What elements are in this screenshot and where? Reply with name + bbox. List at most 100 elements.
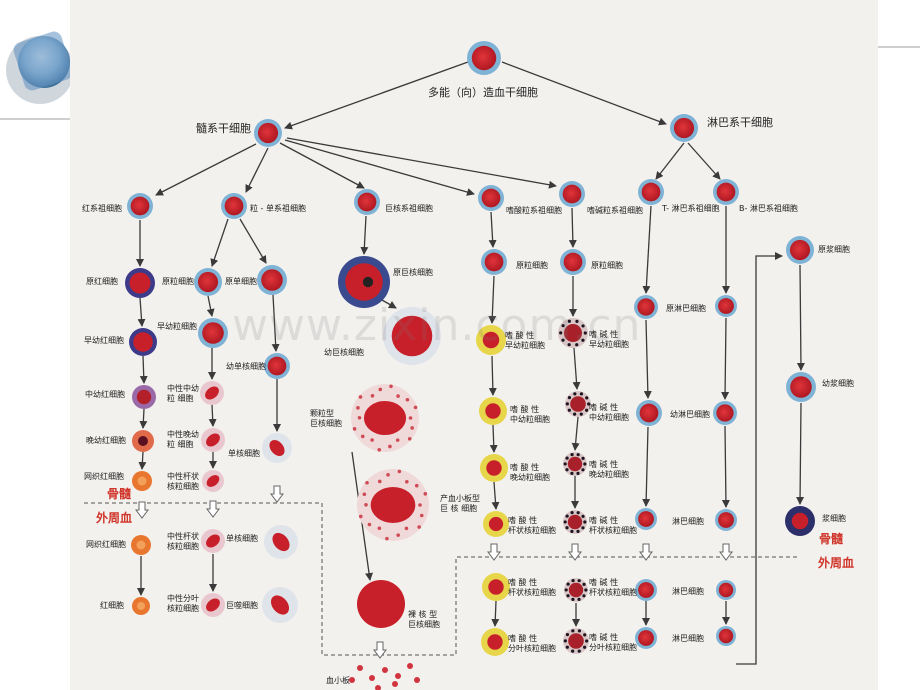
ery-label-3: 晚幼红细胞	[86, 436, 126, 445]
cell-plasma-2	[785, 506, 815, 536]
plasma-label-0: 原浆细胞	[818, 245, 850, 254]
lineage-arrow	[138, 451, 147, 470]
ery-label-2: 中幼红细胞	[85, 390, 125, 399]
cell-baso-3	[563, 452, 587, 476]
cell-prog-baso	[559, 181, 585, 207]
baso-label-3: 嗜 碱 性 晚幼粒细胞	[589, 460, 629, 479]
cell-lymph-4	[635, 627, 657, 649]
cell-mega-0	[338, 256, 390, 308]
gran-label-3: 中性晚幼 粒 细胞	[167, 430, 199, 449]
zone-boundaries	[84, 502, 800, 656]
lineage-arrow	[489, 424, 498, 453]
progenitor-baso-label: 嗜碱粒系祖细胞	[587, 206, 643, 215]
myeloid-stem-label: 髓系干细胞	[196, 122, 251, 135]
baso-label-5: 嗜 碱 性 杆状核粒细胞	[589, 578, 637, 597]
lineage-arrow	[642, 205, 652, 294]
cell-mono-4	[262, 587, 298, 623]
lineage-arrow	[206, 295, 215, 317]
cell-b-0	[715, 295, 737, 317]
root-label: 多能（向）造血干细胞	[428, 86, 538, 99]
lineage-arrow	[271, 294, 280, 352]
lineage-arrow	[655, 142, 685, 180]
cell-ery-6	[132, 597, 150, 615]
cell-mono-0	[257, 265, 287, 295]
hollow-arrows	[135, 485, 733, 659]
mono-label-3: 单核细胞	[226, 534, 258, 543]
cell-eos-5	[482, 573, 510, 601]
cell-baso-4	[563, 510, 587, 534]
progenitor-t-label: T- 淋巴系祖细胞	[662, 204, 720, 213]
cell-baso-6	[563, 628, 589, 654]
cell-prog-b	[713, 179, 739, 205]
zone-peripheral-left: 外周血	[96, 511, 133, 525]
baso-label-6: 嗜 碱 性 分叶核粒细胞	[589, 633, 637, 652]
lineage-arrow	[721, 425, 730, 508]
progenitor-b-label: B- 淋巴系祖细胞	[739, 204, 798, 213]
cell-ery-5	[131, 535, 151, 555]
cell-gran-5	[201, 529, 225, 553]
mega-label-1: 幼巨核细胞	[324, 348, 364, 357]
cell-mega-2	[351, 384, 419, 452]
cell-lymph-3	[635, 579, 657, 601]
lineage-arrow	[687, 142, 721, 180]
cell-baso-1	[558, 318, 588, 348]
cell-lymph-2	[635, 508, 657, 530]
gran-label-0: 原粒细胞	[162, 277, 194, 286]
mono-label-2: 单核细胞	[228, 449, 260, 458]
corner-decoration-icon	[6, 31, 74, 104]
cell-plasma-1	[786, 372, 816, 402]
cell-lymph-0	[634, 295, 658, 319]
lineage-arrow	[286, 137, 557, 189]
cell-eos-4	[483, 511, 509, 537]
baso-label-4: 嗜 碱 性 杆状核粒细胞	[589, 516, 637, 535]
lineage-arrow	[488, 275, 497, 324]
mono-label-0: 原单细胞	[225, 277, 257, 286]
zone-peripheral-right: 外周血	[818, 556, 855, 570]
hollow-arrow-icon	[487, 543, 501, 561]
gran-label-6: 中性分叶 核粒细胞	[167, 594, 199, 613]
lineage-arrow	[488, 355, 497, 396]
mega-label-5: 血小板	[326, 676, 350, 685]
cell-plasma-0	[786, 236, 814, 264]
cell-ery-0	[125, 268, 155, 298]
cell-baso-5	[564, 578, 588, 602]
mono-label-4: 巨噬细胞	[226, 601, 258, 610]
plasma-label-1: 幼浆细胞	[822, 379, 854, 388]
eos-label-5: 嗜 酸 性 杆状核粒细胞	[508, 578, 556, 597]
lineage-arrow	[284, 61, 469, 130]
cell-eos-6	[481, 628, 509, 656]
progenitor-mega-label: 巨核系祖细胞	[385, 204, 433, 213]
lineage-arrow	[796, 264, 805, 371]
lineage-arrow	[210, 218, 229, 267]
lineage-arrow	[491, 600, 500, 627]
cell-mega-4	[357, 580, 405, 628]
lineage-arrow	[245, 147, 269, 193]
cell-gran-0	[194, 268, 222, 296]
cell-lymph-1	[636, 400, 662, 426]
ery-label-1: 早幼红细胞	[84, 336, 124, 345]
b-to-plasma-arrow	[736, 252, 783, 665]
lineage-arrow	[279, 142, 365, 189]
progenitor-gm-label: 粒 - 单系祖细胞	[250, 204, 306, 213]
lineage-arrow	[155, 143, 257, 196]
cell-b-4	[716, 626, 736, 646]
cell-eos-2	[479, 397, 507, 425]
lineage-arrow	[284, 139, 475, 196]
cell-root	[467, 41, 501, 75]
cell-images	[125, 41, 816, 690]
gran-label-5: 中性杆状 核粒细胞	[167, 532, 199, 551]
eos-label-2: 嗜 酸 性 中幼粒细胞	[510, 405, 550, 424]
cell-eos-1	[476, 325, 506, 355]
baso-label-0: 原粒细胞	[591, 261, 623, 270]
lineage-arrow	[568, 207, 577, 248]
eos-label-0: 原粒细胞	[516, 261, 548, 270]
eos-label-3: 嗜 酸 性 晚幼粒细胞	[510, 463, 550, 482]
cell-ery-2	[132, 385, 156, 409]
zone-bone-marrow-right: 骨髓	[819, 532, 844, 546]
cell-b-1	[713, 401, 737, 425]
cell-eos-3	[480, 454, 508, 482]
cell-gran-4	[202, 470, 224, 492]
cell-mono-3	[264, 525, 298, 559]
baso-label-2: 嗜 碱 性 中幼粒细胞	[589, 403, 629, 422]
